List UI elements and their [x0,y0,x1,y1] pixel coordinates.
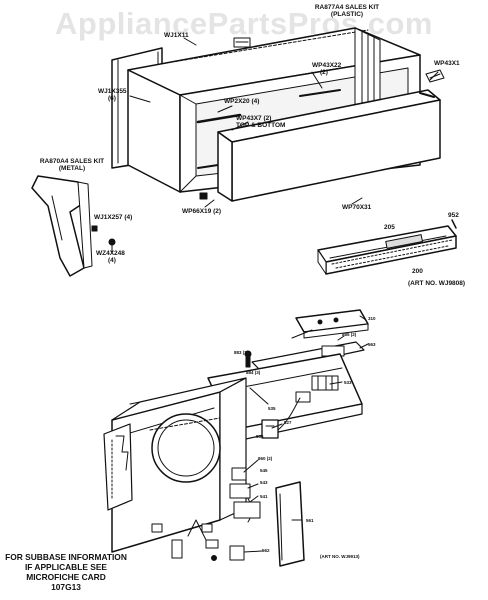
part-label-wj1x257: WJ1X257 (4) [94,214,133,221]
part-label-wj1x11: WJ1X11 [164,32,189,39]
leader-lines-upper [129,37,439,208]
part-label-wj1x355: WJ1X355 [98,88,127,95]
part-label-wz4x248-qty: (4) [108,257,116,264]
part-label-543: 543 [260,480,268,485]
left-side-bracket [103,423,133,511]
metal-side-panel [31,175,93,277]
part-label-952: 952 [448,212,459,219]
part-label-wz4x248: WZ4X248 [96,250,125,257]
part-label-533: 533 [344,380,352,385]
subbase-note-line3: MICROFICHE CARD [26,572,106,582]
component-535 [295,391,311,403]
part-label-563: 563 [368,342,376,347]
control-panel-310 [295,309,369,339]
part-label-562: 562 [262,548,270,553]
corner-bracket [425,69,445,83]
fan-shroud [149,413,221,483]
front-panel [217,89,441,202]
front-grille [317,225,457,275]
part-label-561: 561 [306,518,314,523]
kit-metal-label-line2: (METAL) [58,165,86,172]
part-label-wp43x22: WP43X22 [312,62,342,69]
part-label-545: 545 [260,468,268,473]
leader-lines-lower [243,315,369,553]
part-label-wp43x7: WP43X7 (2) [236,115,272,122]
part-label-200: 200 [412,268,423,275]
part-label-535: 535 [268,406,276,411]
screw-wp66x19 [199,192,208,200]
heater-element [115,435,129,471]
part-label-884: 884 (3) [246,370,261,375]
kit-plastic-label-line2: (PLASTIC) [330,11,364,18]
screw-wj1x257 [91,225,98,232]
kit-plastic-label-line1: RA877A4 SALES KIT [314,4,380,11]
kit-metal-label-line1: RA870A4 SALES KIT [39,158,105,165]
part-label-205: 205 [384,224,395,231]
subbase-note-line2: IF APPLICABLE SEE [24,562,108,572]
subbase-note-line1: FOR SUBBASE INFORMATION [5,552,127,562]
part-952-clip [451,219,457,229]
part-label-860: 860 (2) [258,456,273,461]
relay-components [229,467,261,519]
art-number-lower: (ART NO. WJ9913) [320,554,360,559]
art-number-upper: (ART NO. WJ9808) [408,280,466,287]
cover-panel-561 [275,481,305,567]
part-label-wp43x22-qty: (2) [320,69,328,76]
part-label-310: 310 [368,316,376,321]
part-label-wp2x20: WP2X20 (4) [224,98,260,105]
small-parts [151,519,245,561]
part-label-wp70x31: WP70X31 [342,204,372,211]
part-label-527: 527 [284,420,292,425]
part-label-883: 883 (2) [234,350,249,355]
part-label-885: 885 (2) [342,332,357,337]
part-label-wp43x1: WP43X1 [434,60,460,67]
part-label-wj1x355-qty: (6) [108,95,116,102]
screw-883 [244,350,252,368]
part-label-536: 536 [256,434,264,439]
part-label-wp43x7-note: TOP & BOTTOM [236,122,286,129]
top-bracket-detail [233,37,251,48]
subbase-note: FOR SUBBASE INFORMATION IF APPLICABLE SE… [4,552,128,592]
subbase-note-line4: 107G13 [51,582,81,592]
capacitor-527 [261,419,279,439]
part-label-541: 541 [260,494,268,499]
screw-wz4x248 [108,238,116,253]
part-label-wp66x19: WP66X19 (2) [182,208,222,215]
